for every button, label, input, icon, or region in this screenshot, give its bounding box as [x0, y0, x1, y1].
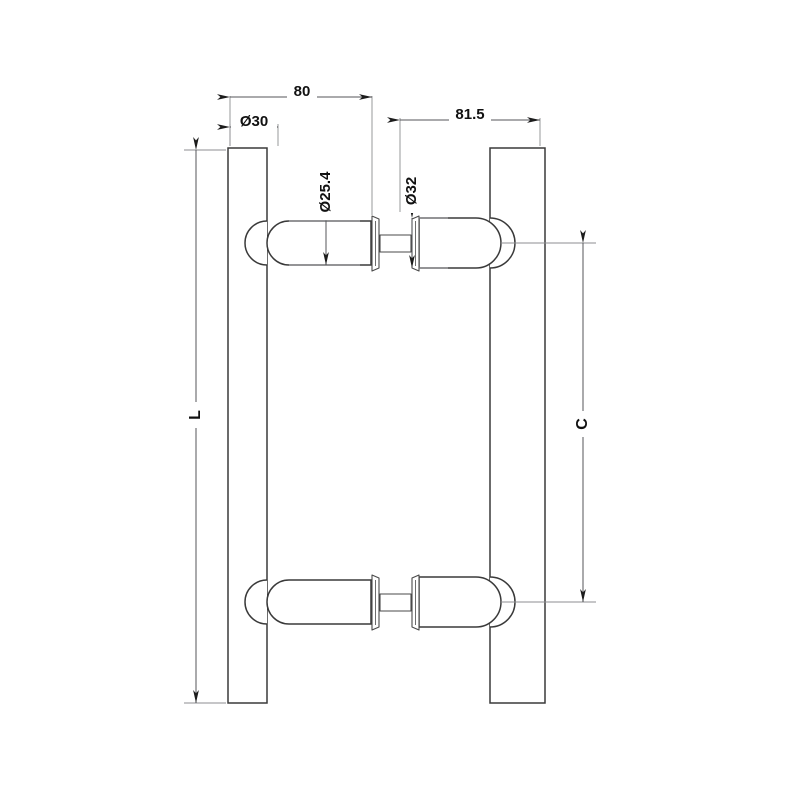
left-vertical-post	[227, 147, 268, 704]
dimension-label-diameter-25-4: Ø25.4	[317, 171, 334, 213]
dimension-group: 80 Ø30 81.5 Ø25.4	[184, 83, 596, 704]
dimension-grip-diameter-25-4: Ø25.4	[289, 164, 360, 266]
dimension-offset-81-5: 81.5	[387, 106, 541, 212]
dimension-label-81-5: 81.5	[455, 106, 484, 123]
upper-handle-assembly	[266, 215, 502, 272]
dimension-center-distance-C: C	[501, 230, 596, 603]
lower-right-grip-bar	[418, 576, 502, 628]
upper-left-grip-bar	[266, 220, 372, 266]
dimension-label-80: 80	[294, 83, 311, 100]
upper-right-grip-bar	[418, 217, 502, 269]
dimension-grip-diameter-32: Ø32	[403, 169, 448, 269]
dimension-overall-length-L: L	[184, 137, 226, 704]
dimension-label-diameter-32: Ø32	[403, 177, 420, 205]
dimension-label-diameter-30: Ø30	[240, 113, 268, 130]
dimension-label-C: C	[574, 418, 591, 430]
lower-handle-assembly	[266, 574, 502, 631]
dimension-post-diameter-30: Ø30	[217, 113, 279, 146]
lower-through-bolt-connector	[371, 574, 420, 631]
dimension-label-L: L	[187, 410, 204, 420]
part-geometry-group	[227, 147, 546, 704]
dimension-overall-width-80: 80	[217, 83, 373, 215]
lower-left-grip-bar	[266, 579, 372, 625]
